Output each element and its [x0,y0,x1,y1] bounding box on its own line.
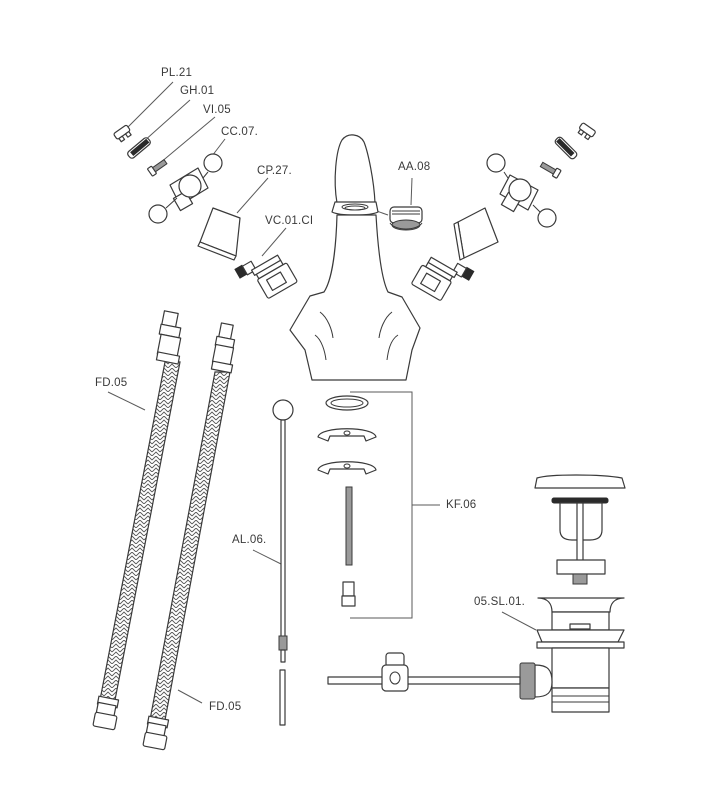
fd05-hose-right-icon [142,322,236,751]
right-handle-assembly [411,122,596,301]
al06-lift-rod-icon [272,399,294,726]
aa08-aerator-icon [389,206,423,231]
sl01-popup-waste-icon [327,474,626,713]
label-sl01: 05.SL.01. [474,596,526,608]
vc01-cartridge-icon [234,254,298,299]
label-fd05-lower: FD.05 [209,701,242,713]
label-kf06: KF.06 [446,499,477,511]
vi05-screw-icon [147,158,168,177]
fd05-hose-left-icon [92,310,182,731]
label-fd05-upper: FD.05 [95,377,128,389]
label-vi05: VI.05 [203,104,231,116]
tap-body [289,134,421,381]
left-handle-assembly [113,124,298,299]
pl21-cap-icon [113,124,132,143]
cp27-cover-icon [197,207,241,261]
kf06-fixing-kit-icon [317,395,377,607]
label-al06: AL.06. [232,534,267,546]
label-pl21: PL.21 [161,67,193,79]
label-gh01: GH.01 [180,85,215,97]
cc07-handle-icon [148,153,223,224]
label-cc07: CC.07. [221,126,258,138]
label-cp27: CP.27. [257,165,292,177]
gh01-ring-icon [127,137,151,159]
label-vc01: VC.01.CI [265,215,314,227]
label-aa08: AA.08 [398,161,431,173]
